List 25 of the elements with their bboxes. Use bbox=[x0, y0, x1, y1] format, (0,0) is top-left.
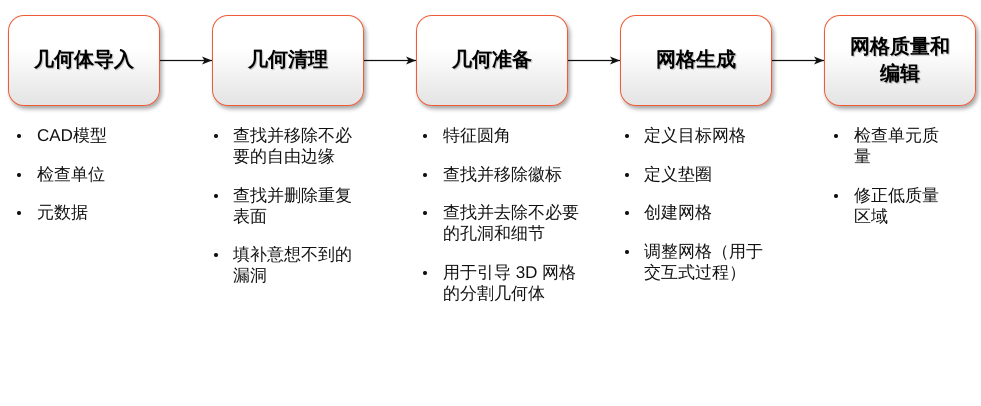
bullet-text: 检查单位 bbox=[37, 164, 106, 184]
arrow bbox=[364, 56, 416, 64]
bullet-text: 元数据 bbox=[37, 202, 89, 223]
bullet-text: 查找并移除徽标 bbox=[443, 164, 563, 184]
bullet-text: 调整网格（用于交互式过程） bbox=[644, 240, 764, 282]
bullet-text: 查找并去除不必要的孔洞和细节 bbox=[443, 202, 580, 244]
bullet-text: 修正低质量区域 bbox=[854, 184, 940, 226]
bullet-text: 查找并删除重复表面 bbox=[233, 184, 353, 226]
bullet-text: 创建网格 bbox=[644, 202, 713, 223]
bullet-text: 定义目标网格 bbox=[644, 125, 747, 146]
bullet-text: 查找并移除不必要的自由边缘 bbox=[233, 125, 353, 167]
bullet-text: 定义垫圈 bbox=[644, 164, 713, 184]
bullet-text: 特征圆角 bbox=[443, 125, 512, 146]
process-box: 网格生成 bbox=[620, 15, 772, 106]
bullet-text: 检查单元质量 bbox=[854, 125, 940, 167]
arrow bbox=[772, 56, 824, 64]
process-box: 几何准备 bbox=[416, 15, 568, 106]
process-box: 网格质量和编辑 bbox=[824, 15, 976, 106]
arrow bbox=[568, 56, 620, 64]
arrow bbox=[160, 56, 212, 64]
bullet-text: CAD模型 bbox=[37, 125, 108, 146]
bullet-text: 用于引导 3D 网格的分割几何体 bbox=[443, 262, 578, 304]
process-box: 几何体导入 bbox=[8, 15, 160, 106]
bullet-text: 填补意想不到的漏洞 bbox=[233, 244, 353, 286]
process-box: 几何清理 bbox=[212, 15, 364, 106]
